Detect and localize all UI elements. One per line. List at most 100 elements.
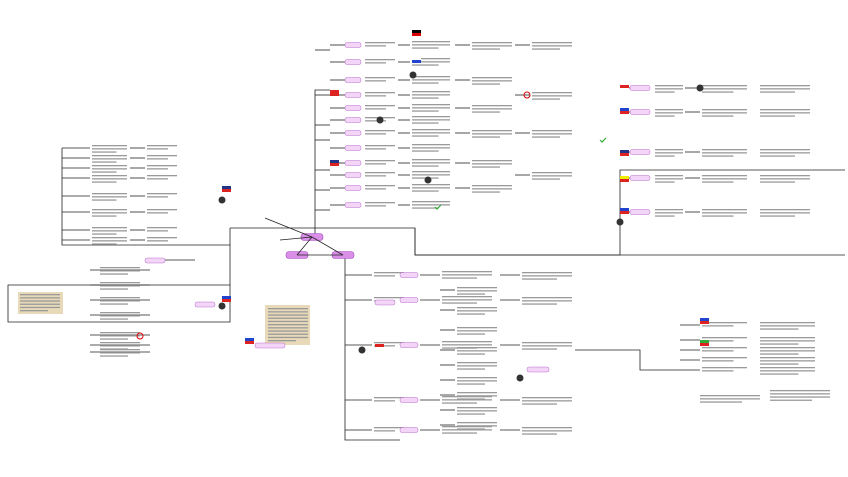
- node-text: [365, 130, 395, 132]
- node-text: [147, 165, 177, 167]
- node-text: [702, 149, 747, 151]
- node-text: [365, 148, 386, 150]
- node-text: [100, 267, 140, 269]
- branch-tag: [629, 85, 651, 91]
- flag-icon: [620, 153, 629, 156]
- node-text: [702, 367, 747, 369]
- node-text: [147, 178, 168, 180]
- node-text: [472, 130, 512, 132]
- node-text: [365, 45, 386, 47]
- node-text: [760, 91, 795, 93]
- prohibited-icon: [136, 332, 144, 340]
- flag-icon: [222, 299, 231, 302]
- node-text: [472, 80, 512, 82]
- node-text: [457, 347, 497, 349]
- connector-line: [264, 217, 313, 238]
- node-text: [412, 97, 439, 99]
- node-text: [412, 110, 439, 112]
- node-text: [412, 204, 450, 206]
- flag-icon: [412, 30, 421, 33]
- node-text: [472, 185, 512, 187]
- node-text: [655, 209, 683, 211]
- node-text: [522, 342, 572, 344]
- node-text: [770, 390, 830, 392]
- branch-tag: [344, 59, 362, 65]
- node-text: [92, 161, 117, 163]
- branch-tag: [344, 105, 362, 111]
- portrait-icon: [696, 84, 704, 92]
- node-text: [20, 297, 60, 299]
- node-text: [92, 240, 127, 242]
- node-text: [760, 85, 810, 87]
- flag-icon: [245, 341, 254, 344]
- connector-line: [61, 148, 230, 246]
- node-text: [92, 199, 117, 201]
- node-text: [472, 48, 500, 50]
- node-text: [20, 300, 60, 302]
- node-text: [365, 62, 386, 64]
- node-text: [92, 168, 127, 170]
- node-text: [655, 152, 683, 154]
- node-text: [412, 61, 450, 63]
- flag-icon: [375, 347, 384, 350]
- flag-icon: [620, 88, 629, 91]
- node-text: [472, 166, 500, 168]
- node-text: [442, 302, 477, 304]
- node-text: [374, 397, 404, 399]
- node-text: [532, 172, 572, 174]
- node-text: [442, 341, 492, 343]
- flag-icon: [330, 163, 339, 166]
- node-text: [702, 112, 747, 114]
- node-text: [457, 407, 497, 409]
- node-text: [760, 328, 799, 330]
- node-text: [412, 171, 450, 173]
- node-text: [365, 188, 386, 190]
- node-text: [655, 149, 683, 151]
- node-text: [374, 345, 395, 347]
- node-text: [100, 282, 140, 284]
- node-text: [412, 94, 450, 96]
- node-text: [412, 159, 450, 161]
- node-text: [147, 240, 168, 242]
- node-text: [20, 303, 60, 305]
- node-text: [92, 243, 117, 245]
- node-text: [655, 109, 683, 111]
- node-text: [374, 430, 395, 432]
- node-text: [702, 152, 747, 154]
- node-text: [412, 76, 450, 78]
- node-text: [522, 345, 572, 347]
- node-text: [365, 108, 386, 110]
- node-text: [472, 105, 512, 107]
- node-text: [457, 293, 485, 295]
- portrait-icon: [424, 176, 432, 184]
- node-text: [655, 115, 675, 117]
- node-text: [655, 212, 683, 214]
- node-text: [760, 212, 810, 214]
- node-text: [442, 277, 477, 279]
- node-text: [412, 122, 439, 124]
- node-text: [100, 288, 128, 290]
- node-text: [522, 300, 572, 302]
- node-text: [457, 313, 485, 315]
- node-text: [92, 233, 117, 235]
- node-text: [92, 158, 127, 160]
- node-text: [268, 333, 308, 335]
- node-text: [655, 181, 675, 183]
- node-text: [412, 144, 450, 146]
- node-text: [522, 275, 572, 277]
- branch-tag: [144, 257, 166, 264]
- node-text: [412, 187, 450, 189]
- node-text: [147, 209, 177, 211]
- branch-tag: [526, 366, 550, 373]
- node-text: [457, 413, 485, 415]
- node-text: [100, 270, 140, 272]
- node-text: [147, 145, 177, 147]
- node-text: [532, 133, 572, 135]
- branch-tag: [344, 92, 362, 98]
- node-text: [442, 402, 477, 404]
- node-text: [760, 152, 810, 154]
- branch-tag: [344, 117, 362, 123]
- flag-icon: [412, 33, 421, 36]
- node-text: [472, 133, 512, 135]
- node-text: [457, 333, 485, 335]
